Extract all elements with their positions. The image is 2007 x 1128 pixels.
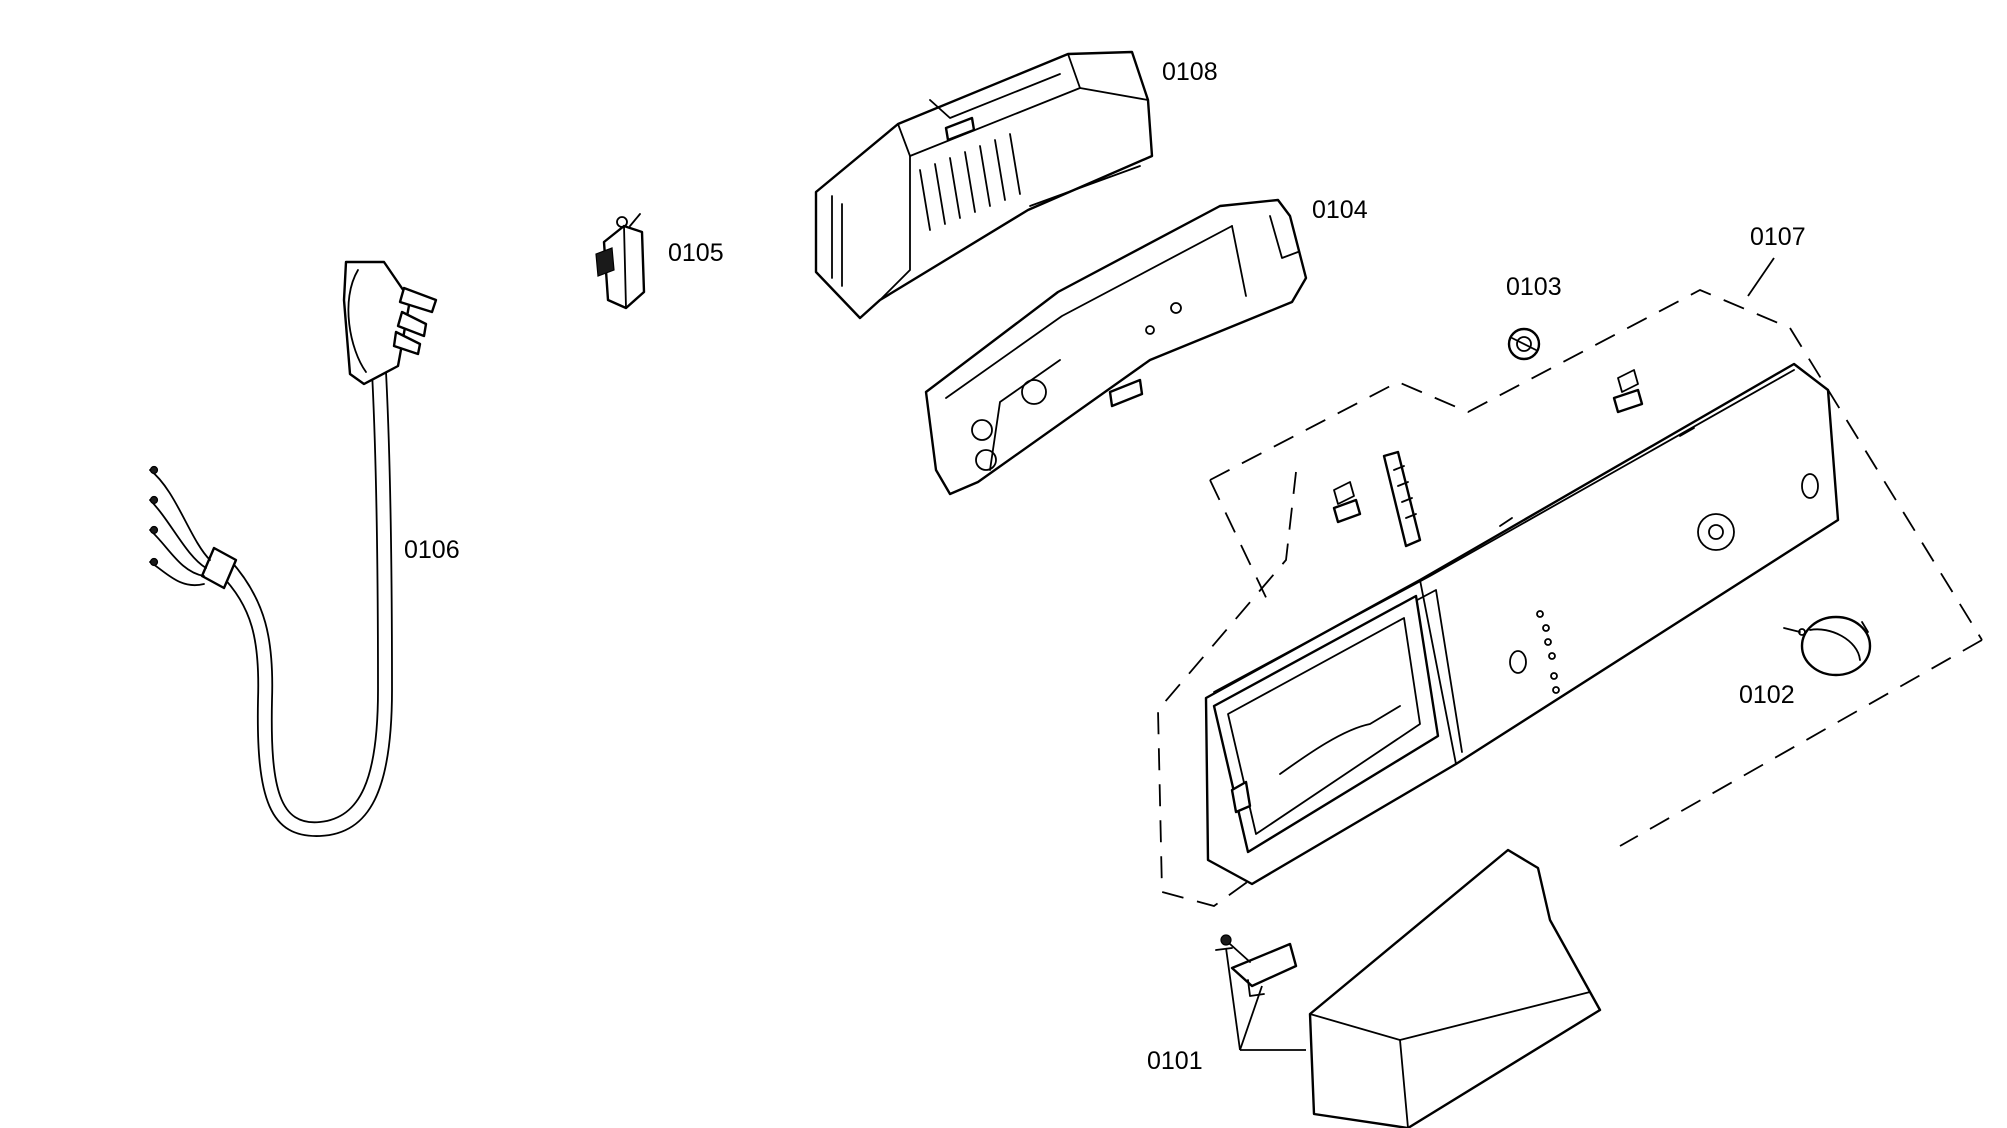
pushbutton-part-right[interactable] bbox=[1612, 369, 1644, 414]
power-cord-part[interactable] bbox=[149, 260, 438, 837]
rotary-knob-part[interactable] bbox=[1783, 615, 1872, 677]
callout-0108: 0108 bbox=[1162, 58, 1218, 86]
callout-0103: 0103 bbox=[1506, 273, 1562, 301]
callout-0104: 0104 bbox=[1312, 196, 1368, 224]
callout-0102: 0102 bbox=[1739, 681, 1795, 709]
small-knob-part[interactable] bbox=[1507, 327, 1541, 361]
control-housing-cover-part[interactable] bbox=[814, 50, 1154, 320]
callout-0105: 0105 bbox=[668, 239, 724, 267]
dispenser-drawer-handle-part[interactable] bbox=[1308, 848, 1602, 1128]
small-switch-part[interactable] bbox=[595, 213, 646, 310]
callout-0101-leaders bbox=[1225, 947, 1306, 1051]
clip-and-screw-part[interactable] bbox=[1215, 934, 1298, 997]
panel-assembly-outline bbox=[1157, 257, 1983, 907]
callout-0101: 0101 bbox=[1147, 1047, 1203, 1075]
control-panel-fascia-part[interactable] bbox=[1204, 362, 1840, 886]
callout-0107: 0107 bbox=[1750, 223, 1806, 251]
light-guide-part[interactable] bbox=[1382, 450, 1422, 548]
control-module-part[interactable] bbox=[924, 198, 1308, 496]
callout-0106: 0106 bbox=[404, 536, 460, 564]
pushbutton-part-left[interactable] bbox=[1332, 481, 1362, 524]
